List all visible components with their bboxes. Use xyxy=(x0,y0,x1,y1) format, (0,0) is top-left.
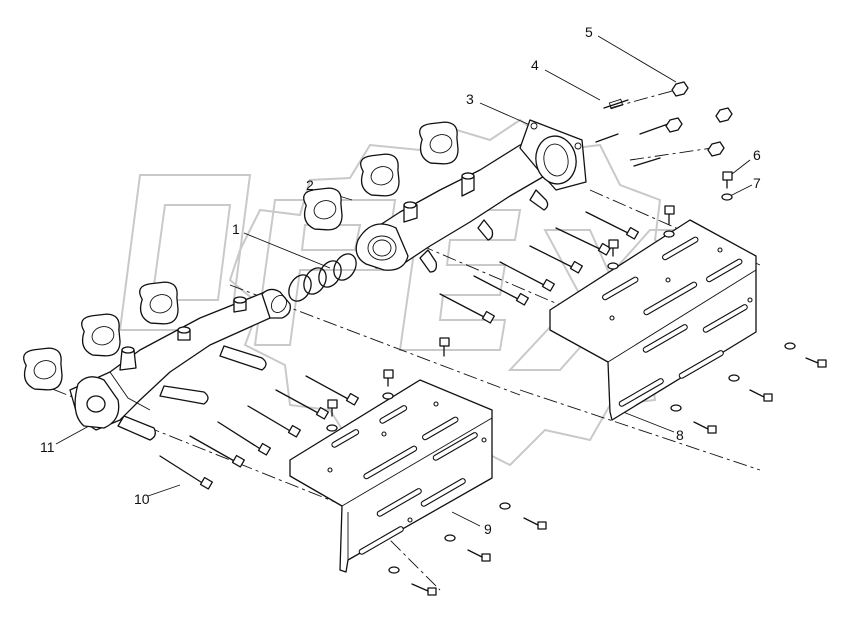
sealing-rings xyxy=(288,253,357,302)
short-bolt xyxy=(327,399,338,417)
nut xyxy=(671,81,689,97)
gasket xyxy=(139,281,179,325)
long-bolt xyxy=(439,293,495,324)
callout-6: 6 xyxy=(753,147,761,163)
short-bolt xyxy=(722,171,733,189)
washer xyxy=(326,424,338,432)
short-bolt xyxy=(523,517,547,530)
washer xyxy=(382,392,394,400)
gasket xyxy=(303,187,343,231)
right-manifold xyxy=(355,119,587,273)
washer xyxy=(784,342,796,350)
washer xyxy=(499,502,511,510)
callout-10: 10 xyxy=(134,491,150,507)
short-bolt xyxy=(805,357,827,368)
short-bolt xyxy=(383,369,394,387)
long-bolt xyxy=(585,211,639,240)
short-bolt xyxy=(411,583,437,596)
washer xyxy=(444,534,456,542)
long-bolt xyxy=(189,435,245,468)
stud xyxy=(633,157,661,167)
leader-lines xyxy=(55,35,753,527)
callout-1: 1 xyxy=(232,221,240,237)
nut xyxy=(665,117,683,133)
gasket xyxy=(23,347,63,391)
stud xyxy=(639,123,669,135)
short-bolt xyxy=(693,421,717,434)
long-bolt xyxy=(159,455,213,490)
washer xyxy=(607,262,619,270)
callout-4: 4 xyxy=(531,57,539,73)
nut xyxy=(707,141,725,157)
stud xyxy=(595,133,619,143)
gasket xyxy=(81,313,121,357)
stud xyxy=(603,98,629,110)
gaskets xyxy=(23,121,459,391)
long-bolt xyxy=(247,405,301,438)
callout-9: 9 xyxy=(484,521,492,537)
long-bolt xyxy=(305,375,359,406)
heat-shield-left xyxy=(289,379,493,573)
callout-2: 2 xyxy=(306,177,314,193)
long-bolt xyxy=(473,275,529,306)
washer xyxy=(728,374,740,382)
long-bolt xyxy=(499,261,555,292)
washer xyxy=(670,404,682,412)
long-bolt xyxy=(529,245,583,274)
washer xyxy=(721,193,733,201)
long-bolt xyxy=(217,421,271,456)
gasket xyxy=(360,153,400,197)
long-bolts xyxy=(159,211,639,490)
nut xyxy=(715,107,733,123)
long-bolt xyxy=(555,227,611,256)
short-bolt xyxy=(467,549,491,562)
gasket xyxy=(419,121,459,165)
short-bolt xyxy=(749,389,773,402)
callout-8: 8 xyxy=(676,427,684,443)
long-bolt xyxy=(275,389,329,420)
washer xyxy=(663,230,675,238)
short-bolts-and-washers xyxy=(326,171,827,596)
callout-5: 5 xyxy=(585,24,593,40)
callout-7: 7 xyxy=(753,175,761,191)
short-bolt xyxy=(608,239,619,257)
washer xyxy=(388,566,400,574)
short-bolt xyxy=(664,205,675,225)
short-bolt xyxy=(439,337,450,357)
callout-3: 3 xyxy=(466,91,474,107)
studs-and-nuts xyxy=(595,81,733,167)
callout-11: 11 xyxy=(40,439,55,455)
callout-labels: 1 2 3 4 5 6 7 8 9 10 11 xyxy=(40,24,761,537)
left-manifold xyxy=(69,288,291,441)
heat-shield-right xyxy=(549,219,757,421)
